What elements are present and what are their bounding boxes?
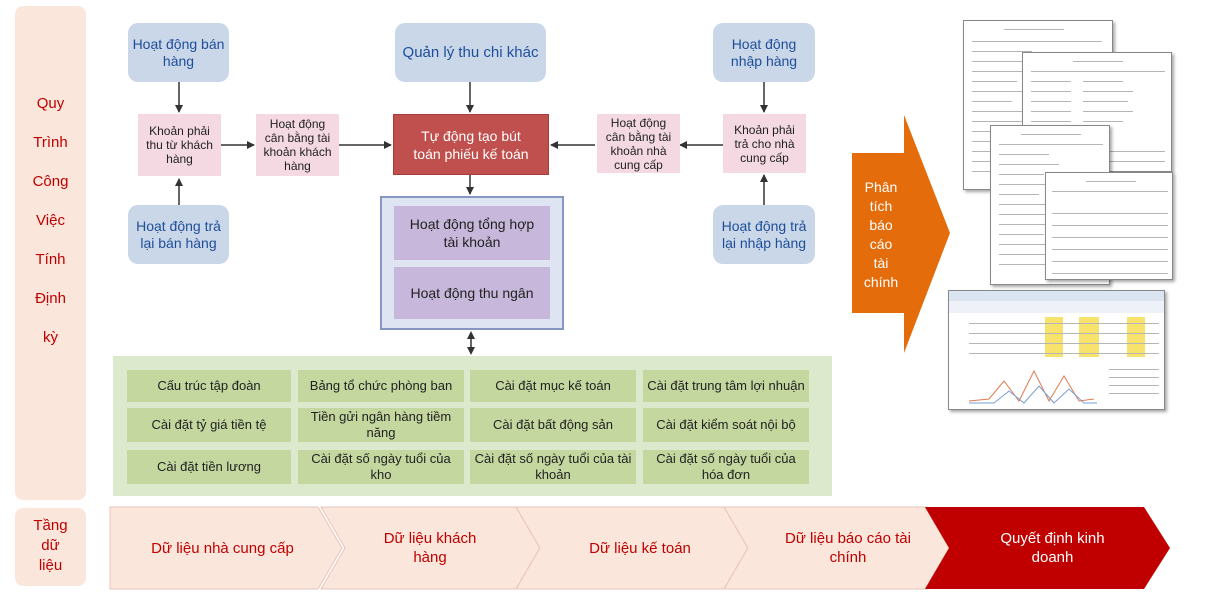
report-thumbnail — [1045, 172, 1173, 280]
process-word: Công — [32, 173, 69, 190]
setting-item: Cài đặt tiền lương — [127, 450, 291, 484]
setting-item: Cài đặt tỷ giá tiền tệ — [127, 408, 291, 442]
setting-item: Cài đặt bất động sản — [470, 408, 636, 442]
supplier-data-label: Dữ liệu nhà cung cấp — [151, 539, 294, 557]
software-screenshot-thumbnail — [948, 290, 1165, 410]
sales-return-label: Hoạt động trả lại bán hàng — [136, 217, 221, 251]
analysis-arrow-text: Phân tích báo cáo tài chính — [863, 179, 899, 290]
setting-item: Bảng tổ chức phòng ban — [298, 370, 464, 402]
process-word: Trình — [33, 134, 68, 151]
setting-item: Tiền gửi ngân hàng tiềm năng — [298, 408, 464, 442]
receivable-box: Khoản phải thu từ khách hàng — [138, 114, 221, 176]
customer-data-label: Dữ liệu khách hàng — [383, 530, 477, 566]
setting-item: Cài đặt số ngày tuổi của tài khoản — [470, 450, 636, 484]
setting-item: Cài đặt số ngày tuổi của hóa đơn — [643, 450, 809, 484]
data-layer-word: Tầng — [33, 517, 68, 534]
purchase-return-label: Hoạt động trả lại nhập hàng — [721, 217, 807, 251]
supplier-balance-label: Hoạt động cân bằng tài khoản nhà cung cấ… — [605, 115, 672, 172]
setting-item: Cài đặt mục kế toán — [470, 370, 636, 402]
cashier-box: Hoạt động thu ngân — [394, 267, 550, 319]
receivable-label: Khoản phải thu từ khách hàng — [146, 124, 213, 166]
sales-activity-label: Hoạt động bán hàng — [132, 35, 225, 69]
data-layer-label: Tầng dữ liệu — [15, 508, 86, 586]
purchase-activity-box: Hoạt động nhập hàng — [713, 23, 815, 82]
account-summary-label: Hoạt động tổng hợp tài khoản — [409, 216, 535, 250]
auto-voucher-label: Tự động tạo bút toán phiếu kế toán — [413, 127, 529, 162]
accounting-data-label: Dữ liệu kế toán — [589, 539, 691, 557]
other-income-label: Quản lý thu chi khác — [402, 44, 539, 61]
process-word: kỳ — [43, 329, 58, 346]
business-decision-label: Quyết định kinh doanh — [1000, 530, 1105, 566]
report-data-label: Dữ liệu báo cáo tài chính — [785, 530, 911, 566]
process-word: Quy — [36, 95, 65, 112]
purchase-activity-label: Hoạt động nhập hàng — [730, 35, 798, 69]
chevron-business-decision — [925, 507, 1170, 589]
sales-activity-box: Hoạt động bán hàng — [128, 23, 229, 82]
analysis-arrow — [852, 115, 950, 353]
payable-label: Khoản phải trả cho nhà cung cấp — [734, 122, 795, 165]
process-sidebar: Quy Trình Công Việc Tính Định kỳ — [15, 6, 86, 500]
sales-return-box: Hoạt động trả lại bán hàng — [128, 205, 229, 264]
process-word: Định — [35, 290, 66, 307]
customer-balance-label: Hoạt động cân bằng tài khoản khách hàng — [263, 117, 332, 173]
account-summary-box: Hoạt động tổng hợp tài khoản — [394, 206, 550, 260]
setting-item: Cấu trúc tập đoàn — [127, 370, 291, 402]
data-layer-word: dữ — [41, 537, 60, 554]
setting-item: Cài đặt trung tâm lợi nhuận — [643, 370, 809, 402]
process-word: Việc — [36, 212, 65, 229]
payable-box: Khoản phải trả cho nhà cung cấp — [723, 114, 806, 173]
chevron-supplier-data — [109, 506, 343, 590]
cashier-label: Hoạt động thu ngân — [410, 285, 534, 301]
customer-balance-box: Hoạt động cân bằng tài khoản khách hàng — [256, 114, 339, 176]
setting-item: Cài đặt số ngày tuổi của kho — [298, 450, 464, 484]
data-layer-word: liệu — [38, 557, 63, 574]
process-word: Tính — [35, 251, 66, 268]
supplier-balance-box: Hoạt động cân bằng tài khoản nhà cung cấ… — [597, 114, 680, 173]
other-income-box: Quản lý thu chi khác — [395, 23, 546, 82]
setting-item: Cài đặt kiểm soát nội bộ — [643, 408, 809, 442]
auto-voucher-box: Tự động tạo bút toán phiếu kế toán — [393, 114, 549, 175]
purchase-return-box: Hoạt động trả lại nhập hàng — [713, 205, 815, 264]
